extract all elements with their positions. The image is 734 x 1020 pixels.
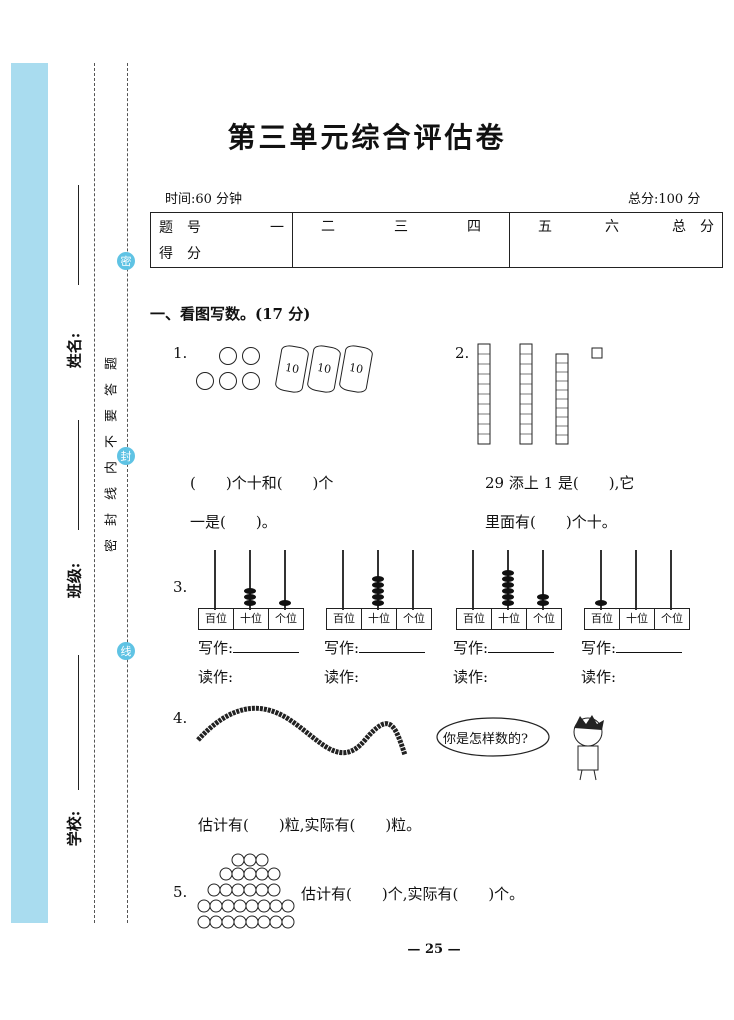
- question-number: 2.: [455, 344, 470, 362]
- place-label: 百位: [199, 609, 234, 629]
- table-cell: 得 分: [159, 246, 201, 262]
- score-table: 题 号 一 得 分 二 三 四 五 六 总 分: [150, 212, 723, 268]
- one-circle-icon: [219, 347, 237, 365]
- place-label: 十位: [620, 609, 655, 629]
- name-label: 姓名:: [65, 332, 84, 369]
- table-cell: 三: [394, 219, 408, 235]
- read-field: 读作:: [581, 668, 617, 686]
- ten-bundle-icon: 10: [306, 343, 342, 395]
- page-title: 第三单元综合评估卷: [227, 121, 507, 154]
- q4-text: 估计有( )粒,实际有( )粒。: [198, 816, 422, 834]
- place-label: 个位: [533, 612, 555, 625]
- table-cell: 五: [538, 219, 552, 235]
- abacus: 百位十位个位: [584, 550, 690, 630]
- class-label: 班级:: [65, 562, 84, 599]
- question-number: 3.: [173, 578, 188, 596]
- abacus: 百位十位个位: [326, 550, 432, 630]
- speech-bubble: [436, 717, 550, 757]
- question-number: 5.: [173, 883, 188, 901]
- section-heading: 一、看图写数。(17 分): [150, 305, 311, 323]
- dashed-line: [94, 63, 95, 923]
- time-limit: 时间:60 分钟: [165, 192, 243, 207]
- school-line: [78, 655, 79, 790]
- read-field: 读作:: [453, 668, 489, 686]
- read-field: 读作:: [198, 668, 234, 686]
- read-field: 读作:: [324, 668, 360, 686]
- bubble-text: 你是怎样数的?: [443, 732, 528, 747]
- q5-text: 估计有( )个,实际有( )个。: [301, 885, 525, 903]
- q2-text: 里面有( )个十。: [485, 513, 617, 531]
- q1-text: 一是( )。: [190, 513, 277, 531]
- place-label: 十位: [492, 609, 527, 629]
- write-field: 写作:: [453, 637, 555, 658]
- q2-text: 29 添上 1 是( ),它: [485, 474, 635, 492]
- place-label: 百位: [327, 609, 362, 629]
- seal-mark: 线: [117, 642, 135, 660]
- ten-bundle-icon: 10: [338, 343, 374, 395]
- question-number: 1.: [173, 344, 188, 362]
- page-number: — 25 —: [407, 942, 461, 957]
- bead-string-icon: [196, 705, 408, 756]
- seal-mark: 封: [117, 447, 135, 465]
- total-score: 总分:100 分: [628, 192, 701, 207]
- question-number: 4.: [173, 709, 188, 727]
- place-label: 个位: [403, 612, 425, 625]
- ten-rods-icon: [477, 343, 603, 445]
- school-label: 学校:: [65, 810, 84, 847]
- place-label: 个位: [275, 612, 297, 625]
- table-cell: 四: [467, 219, 481, 235]
- abacus: 百位十位个位: [456, 550, 562, 630]
- class-line: [78, 420, 79, 530]
- abacus: 百位十位个位: [198, 550, 304, 630]
- margin-strip: [11, 63, 48, 923]
- place-label: 十位: [234, 609, 269, 629]
- write-field: 写作:: [581, 637, 683, 658]
- ten-bundle-icon: 10: [274, 343, 310, 395]
- one-circle-icon: [219, 372, 237, 390]
- write-field: 写作:: [198, 637, 300, 658]
- place-label: 百位: [585, 609, 620, 629]
- place-label: 百位: [457, 609, 492, 629]
- place-label: 十位: [362, 609, 397, 629]
- name-line: [78, 185, 79, 285]
- table-cell: 一: [270, 220, 284, 236]
- table-cell: 总 分: [672, 219, 714, 235]
- write-field: 写作:: [324, 637, 426, 658]
- seal-mark: 密: [117, 252, 135, 270]
- place-label: 个位: [661, 612, 683, 625]
- one-circle-icon: [242, 347, 260, 365]
- boy-icon: [573, 715, 604, 781]
- q1-text: ( )个十和( )个: [190, 474, 334, 492]
- one-circle-icon: [242, 372, 260, 390]
- table-cell: 题 号: [159, 220, 201, 236]
- one-circle-icon: [196, 372, 214, 390]
- table-cell: 六: [605, 219, 619, 235]
- apple-pile-icon: [197, 853, 295, 929]
- dashed-line: [127, 63, 128, 923]
- table-cell: 二: [321, 219, 335, 235]
